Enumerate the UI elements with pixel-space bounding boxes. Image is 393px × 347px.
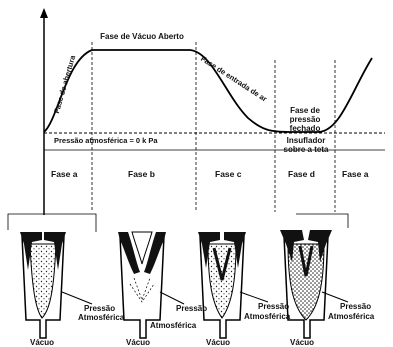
y-axis-arrow-icon [40,8,48,18]
label-pressure-closed-phase: Fase de pressão fechado [279,106,331,133]
cup-bracket-right [296,214,348,228]
teat-cup-phase-c [198,232,268,338]
cup4-vacuum-label: Vácuo [290,338,314,347]
cup1-pressure-label: Pressão [84,304,115,313]
teat-cup-phase-d [280,230,348,338]
label-vacuum-open-phase: Fase de Vácuo Aberto [100,32,184,41]
cup-bracket-left [8,214,96,232]
phase-label-b: Fase b [128,170,155,179]
label-liner-on-teat: Insuflador sobre a teta [279,136,333,154]
cup2-atmospheric-label: Atmosférica [150,321,196,330]
phase-label-a: Fase a [51,170,77,179]
cup3-vacuum-label: Vácuo [206,338,230,347]
cup2-vacuum-label: Vácuo [126,338,150,347]
cup2-pressure-label: Pressão [176,304,207,313]
teat-cup-phase-a [20,232,92,338]
phase-label-c: Fase c [215,170,241,179]
cup4-pressure-label: Pressão [340,302,371,311]
cup3-pressure-label: Pressão [258,302,289,311]
cup1-vacuum-label: Vácuo [30,338,54,347]
cup4-atmospheric-label: Atmosférica [328,312,374,321]
cup3-atmospheric-label: Atmosférica [244,312,290,321]
label-atmospheric-pressure: Pressão atmosférica = 0 k Pa [54,136,158,145]
cup1-atmospheric-label: Atmosférica [78,313,124,322]
phase-label-d: Fase d [288,170,315,179]
phase-label-a-repeat: Fase a [342,170,368,179]
